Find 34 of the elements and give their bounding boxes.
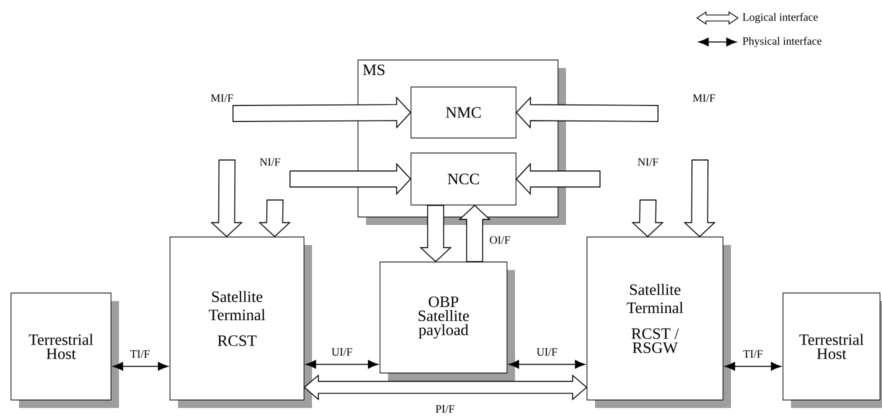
block-box: NMC [410,86,516,138]
hollow-arrow [458,204,491,262]
hollow-arrow [516,96,659,129]
block-box: Satellite Terminal RCST [170,236,312,408]
block-box: Satellite Terminal RCST / RSGW [586,236,731,408]
edge-label: PI/F [434,404,456,414]
hollow-arrow [516,162,600,196]
interface-label: NI/F [638,158,658,166]
edge-label: OI/F [488,235,512,245]
edge-label: TI/F [742,349,764,359]
hollow-arrow [631,200,664,238]
block-box: NCC [410,152,516,206]
edge-label: TI/F [128,349,152,359]
block-box: OBP Satellite payload [380,262,515,381]
arrow [508,360,586,369]
block-box: Terrestrial Host [782,292,882,408]
edge-label: UI/F [330,347,354,357]
hollow-arrow [683,160,716,238]
block-box: Terrestrial Host [10,292,120,408]
edge-label: UI/F [535,347,559,357]
legend-text: Physical interface [742,36,822,48]
interface-label: NI/F [260,158,280,166]
hollow-arrow [304,374,588,400]
hollow-arrow [419,204,452,262]
arrow [724,362,782,371]
hollow-arrow [210,160,243,238]
interface-label: MI/F [692,94,716,102]
hollow-arrow [290,162,412,196]
arrow [306,360,378,369]
hollow-arrow [258,200,291,238]
legend-text: Logical interface [742,12,818,24]
arrow [112,362,168,371]
hollow-arrow [232,96,412,129]
interface-label: MI/F [210,94,234,102]
